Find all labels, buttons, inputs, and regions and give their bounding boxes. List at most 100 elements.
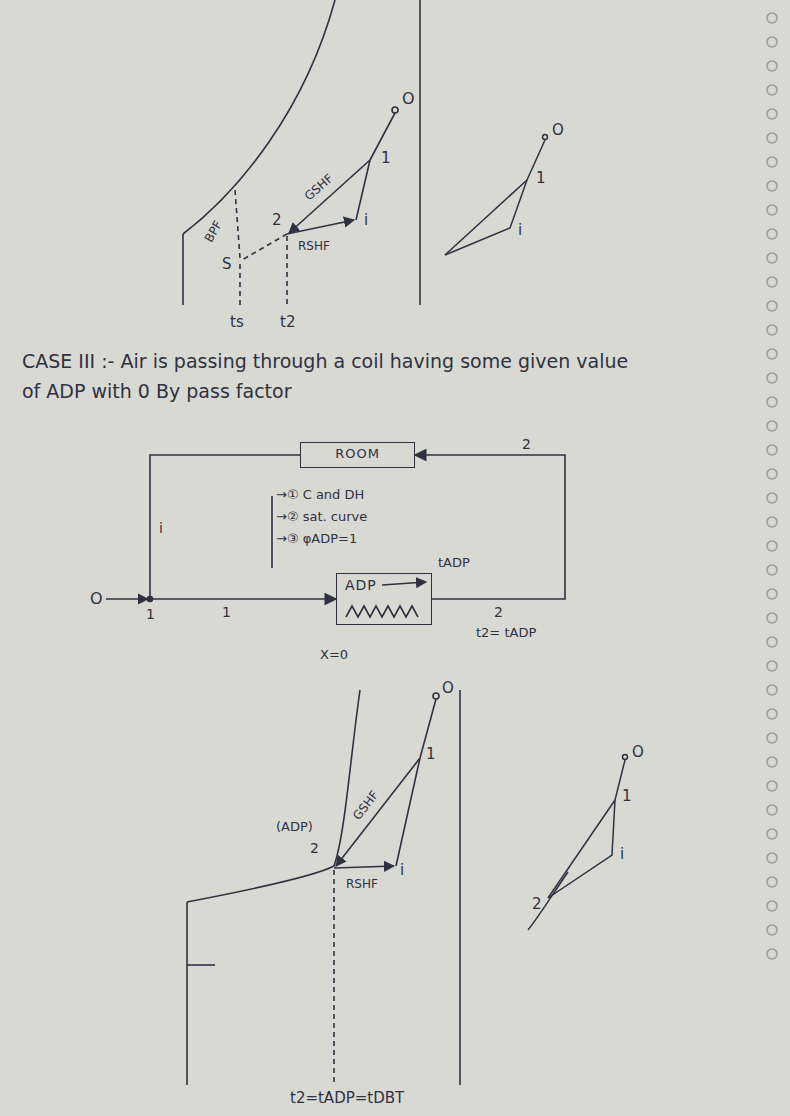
binder-holes-part xyxy=(767,85,777,95)
chart-label: 2 xyxy=(494,604,503,620)
binder-holes-part xyxy=(767,565,777,575)
binder-holes-part xyxy=(767,661,777,671)
binder-holes-part xyxy=(767,325,777,335)
air-duct-line xyxy=(415,455,565,599)
top-mini-sketch-part xyxy=(543,135,548,140)
binder-holes-part xyxy=(767,229,777,239)
node-label: ROOM xyxy=(305,446,410,462)
bottom-psychro-chart-part xyxy=(433,693,439,699)
binder-holes-part xyxy=(767,781,777,791)
binder-holes-part xyxy=(767,445,777,455)
chart-label: 2 xyxy=(310,840,319,856)
top-psychro-chart-part xyxy=(356,160,370,220)
bottom-psychro-chart-part xyxy=(336,758,420,866)
binder-holes-part xyxy=(767,253,777,263)
chart-label: O xyxy=(402,90,415,108)
chart-label: i xyxy=(518,222,522,239)
chart-label: tADP xyxy=(438,556,470,571)
binder-holes-part xyxy=(767,637,777,647)
binder-holes-part xyxy=(767,517,777,527)
chart-label: O xyxy=(442,680,454,697)
chart-label: 1 xyxy=(622,788,632,805)
top-psychro-chart-part xyxy=(242,234,287,260)
chart-label: →③ φADP=1 xyxy=(276,532,357,547)
schematic-marks-part xyxy=(382,582,426,585)
case-heading: CASE III :- Air is passing through a coi… xyxy=(22,346,642,407)
bottom-psychro-chart xyxy=(187,690,460,1085)
chart-label: S xyxy=(222,256,232,273)
top-psychro-chart-part xyxy=(182,234,184,305)
chart-label: 1 xyxy=(536,170,546,187)
top-psychro-chart-part xyxy=(235,190,240,258)
chart-label: RSHF xyxy=(346,878,378,892)
chart-label: 2 xyxy=(532,896,542,913)
chart-label: 2 xyxy=(272,212,282,229)
binder-holes-part xyxy=(767,205,777,215)
top-psychro-chart-part xyxy=(239,264,241,308)
binder-holes-part xyxy=(767,853,777,863)
binder-holes-part xyxy=(767,373,777,383)
bottom-psychro-chart-part xyxy=(333,870,335,1085)
top-psychro-chart-part xyxy=(419,0,421,305)
binder-holes-part xyxy=(767,901,777,911)
top-psychro-chart-part xyxy=(289,160,370,233)
chart-label: ts xyxy=(230,314,244,331)
coil-box: ADP xyxy=(336,573,432,625)
bottom-psychro-chart-part xyxy=(186,902,188,1085)
chart-label: GSHF xyxy=(303,172,337,204)
chart-label: →② sat. curve xyxy=(276,510,367,525)
binder-holes-part xyxy=(767,37,777,47)
chart-label: →① C and DH xyxy=(276,488,364,503)
binder-holes-part xyxy=(767,757,777,767)
bottom-mini-sketch xyxy=(528,755,628,931)
chart-label: i xyxy=(364,212,368,229)
top-mini-sketch-part xyxy=(445,180,527,255)
chart-label: BPF xyxy=(203,219,226,245)
chart-label: t2 xyxy=(280,314,295,331)
node-label: ADP xyxy=(345,577,423,594)
top-mini-sketch xyxy=(445,135,548,256)
binder-holes-part xyxy=(767,949,777,959)
chart-label: X=0 xyxy=(320,648,348,663)
binder-holes-part xyxy=(767,13,777,23)
bottom-mini-sketch-part xyxy=(623,755,628,760)
bottom-psychro-chart-part xyxy=(187,964,215,966)
chart-label: i xyxy=(620,846,624,863)
binder-holes-part xyxy=(767,61,777,71)
top-psychro-chart xyxy=(183,0,420,308)
top-psychro-chart-part xyxy=(286,236,288,308)
binder-holes-part xyxy=(767,733,777,743)
schematic-marks-part xyxy=(106,598,148,600)
chart-label: t2=tADP=tDBT xyxy=(290,1090,404,1107)
binder-holes-part xyxy=(767,469,777,479)
air-duct-line xyxy=(150,455,336,599)
schematic-marks-part xyxy=(271,496,273,568)
chart-label: 1 xyxy=(381,150,391,167)
bottom-mini-sketch-part xyxy=(548,800,615,898)
binder-holes-part xyxy=(767,709,777,719)
stream-label: i xyxy=(157,520,165,536)
binder-holes-part xyxy=(767,925,777,935)
top-psychro-chart-part xyxy=(392,107,398,113)
binder-holes-part xyxy=(767,805,777,815)
binder-holes-part xyxy=(767,109,777,119)
binder-holes-part xyxy=(767,181,777,191)
binder-holes-part xyxy=(767,877,777,887)
chart-label: O xyxy=(90,590,103,608)
binder-holes-part xyxy=(767,133,777,143)
binder-holes-part xyxy=(767,301,777,311)
chart-label: i xyxy=(400,862,404,879)
bottom-mini-sketch-part xyxy=(548,760,625,898)
chart-label: O xyxy=(632,744,644,761)
chart-label: 1 xyxy=(222,604,231,620)
chart-label: 1 xyxy=(146,606,155,622)
chart-label: 1 xyxy=(426,746,436,763)
top-mini-sketch-part xyxy=(445,140,545,255)
chart-label: O xyxy=(552,122,564,139)
chart-label: RSHF xyxy=(298,240,330,254)
binder-holes xyxy=(767,13,777,959)
binder-holes-part xyxy=(767,277,777,287)
